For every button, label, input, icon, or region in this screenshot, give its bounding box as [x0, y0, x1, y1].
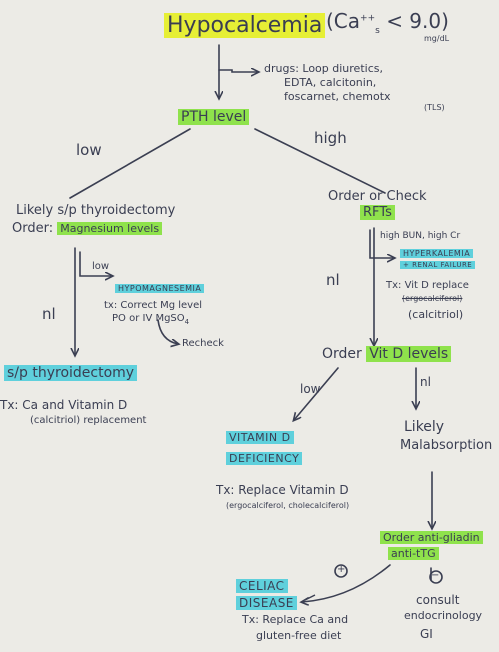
hypomagnesemia: HYPOMAGNESEMIA — [115, 284, 205, 294]
line-pth-low — [69, 128, 191, 199]
drugs-line3: foscarnet, chemotx — [284, 90, 391, 103]
order-magnesium: Order: Magnesium levels — [12, 221, 163, 236]
vitd-replace-tx3: (calcitriol) — [408, 308, 464, 321]
vitamin-d-deficiency-line1: VITAMIN D — [226, 431, 294, 444]
arrow-rft-high — [369, 229, 394, 258]
celiac-line2: DISEASE — [236, 596, 297, 610]
likely-thyroidectomy: Likely s/p thyroidectomy — [16, 203, 176, 218]
branch-high-label: high — [314, 129, 347, 147]
order-antigliadin: Order anti-gliadin — [380, 531, 483, 544]
arrow-order-to-celiac — [302, 564, 391, 602]
rfts: RFTs — [360, 205, 395, 220]
arrow-mg-low — [79, 251, 112, 276]
hypomag-tx2: PO or IV MgSO4 — [112, 313, 190, 326]
sp-thyroidectomy: s/p thyroidectomy — [4, 365, 138, 381]
mg-nl-label: nl — [42, 305, 56, 323]
vitd-replace-tx1: Tx: Vit D replace — [386, 280, 469, 291]
arrow-mark — [304, 594, 316, 601]
arrow-to-drugs — [218, 70, 258, 72]
title-text: Hypocalcemia — [164, 13, 326, 38]
consult-line2: endocrinology — [404, 609, 483, 622]
vitd-nl-label: nl — [420, 375, 431, 389]
title-hypocalcemia: Hypocalcemia — [164, 13, 326, 38]
negative-sign: − — [431, 570, 440, 581]
hyperkalemia-line2: + RENAL FAILURE — [400, 261, 476, 270]
rft-result: high BUN, high Cr — [380, 231, 461, 241]
celiac-tx2: gluten-free diet — [256, 629, 342, 642]
order-or-check: Order or Check — [328, 189, 427, 204]
negative-circle — [429, 570, 443, 584]
hyperkalemia-line1: HYPERKALEMIA — [400, 249, 474, 259]
thyroidectomy-tx2: (calcitriol) replacement — [30, 415, 147, 426]
magnesium-levels: Magnesium levels — [57, 222, 163, 235]
line-pth-high — [254, 128, 386, 194]
deficiency-tx1: Tx: Replace Vitamin D — [216, 483, 349, 497]
vitd-replace-tx2: (ergocalciferol) — [402, 294, 463, 303]
deficiency-tx2: (ergocalciferol, cholecalciferol) — [226, 501, 350, 510]
title-range-unit: mg/dL — [424, 34, 450, 43]
pth-level: PTH level — [178, 109, 250, 125]
thyroidectomy-tx1: Tx: Ca and Vitamin D — [0, 398, 128, 412]
branch-low-label: low — [76, 141, 102, 159]
drugs-line4: (TLS) — [424, 103, 445, 112]
malabsorption: Malabsorption — [400, 438, 493, 453]
rft-nl-label: nl — [326, 271, 340, 289]
positive-circle — [334, 564, 348, 578]
consult-line3: GI — [420, 627, 433, 641]
hypomag-tx1: tx: Correct Mg level — [104, 300, 202, 311]
title-range: (Ca++s < 9.0) — [326, 9, 449, 36]
order-anti-ttg: anti-tTG — [388, 547, 439, 560]
consult-line1: consult — [416, 593, 460, 607]
order-vitd: Order Vit D levels — [322, 346, 452, 362]
drugs-line2: EDTA, calcitonin, — [284, 76, 377, 89]
celiac-line1: CELIAC — [236, 579, 288, 593]
positive-sign: + — [337, 564, 346, 575]
arrow-vitd-low — [294, 367, 339, 420]
vitd-low-label: low — [300, 382, 321, 396]
recheck: Recheck — [182, 338, 224, 349]
mg-low-label: low — [92, 261, 110, 272]
celiac-tx1: Tx: Replace Ca and — [242, 613, 349, 626]
likely-label: Likely — [404, 419, 445, 435]
vitamin-d-deficiency-line2: DEFICIENCY — [226, 452, 303, 465]
drugs-line1: drugs: Loop diuretics, — [264, 62, 383, 75]
arrow-recheck — [157, 319, 178, 344]
